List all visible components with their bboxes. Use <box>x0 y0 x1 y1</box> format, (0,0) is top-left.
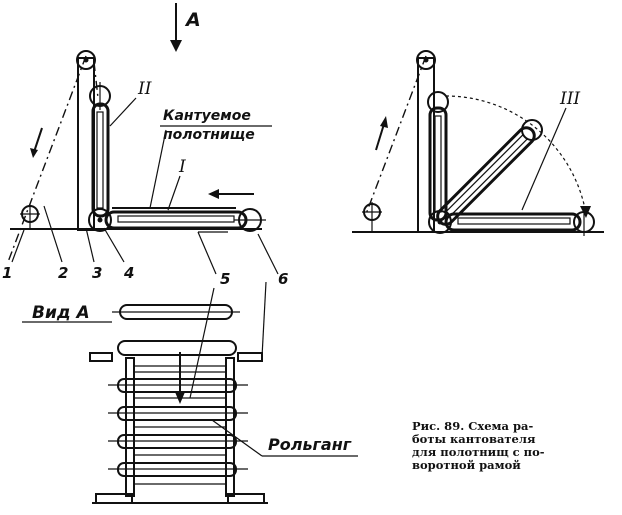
right-top-pulley <box>416 50 436 70</box>
callout-1: 1 <box>2 264 12 282</box>
feed-arrow-head <box>208 189 219 199</box>
view-arrow-a-label: А <box>184 9 201 31</box>
right-mast-column <box>417 57 435 233</box>
callout-5-leader <box>197 231 217 275</box>
right-cable-arrow-head <box>380 116 388 128</box>
figure-caption: Рис. 89. Схема ра- боты кантователя для … <box>412 420 622 472</box>
view-a-callout-6-link <box>261 281 267 358</box>
right-frame-vertical <box>428 106 448 222</box>
position-ii-leader <box>109 97 137 127</box>
frame-i-inner <box>117 215 235 223</box>
right-inclined-end-roller <box>521 119 543 141</box>
rollgang-label-leader <box>211 419 263 457</box>
view-a-left-foot <box>89 352 113 362</box>
top-pulley <box>76 50 96 70</box>
rollgang-label: Рольганг <box>268 435 352 454</box>
right-frame-top-roller <box>427 91 449 113</box>
caption-line-1: Рис. 89. Схема ра- <box>412 419 534 433</box>
callout-5: 5 <box>220 270 230 288</box>
frame-ii-inner <box>96 111 104 209</box>
callout-2-leader <box>43 205 63 263</box>
position-ii-label: II <box>137 79 152 99</box>
rollgang-motion-arrow-head <box>175 392 185 404</box>
callout-3-leader <box>85 227 95 263</box>
callout-4-leader <box>103 227 125 263</box>
frame-i-body <box>104 210 248 230</box>
frame-ii-body <box>91 102 110 218</box>
cable-motion-arrow-head <box>30 148 38 158</box>
sheet-label-line2: полотнище <box>163 127 255 143</box>
position-iii-leader <box>521 107 567 211</box>
view-a-top-roller <box>117 340 237 356</box>
right-frame-inclined <box>436 126 536 226</box>
sheet-label-leader <box>149 129 167 209</box>
caption-line-4: воротной рамой <box>412 458 521 472</box>
right-hinge-roller <box>428 210 452 234</box>
right-cable-line <box>365 55 427 215</box>
swing-arc <box>445 95 587 215</box>
callout-4: 4 <box>123 264 134 282</box>
cable-motion-arrow-shaft <box>33 127 43 153</box>
caption-line-3: для полотнищ с по- <box>412 445 545 459</box>
view-a-callout-5-link <box>189 287 215 399</box>
hinge-axle <box>97 217 103 223</box>
callout-2: 2 <box>58 264 68 282</box>
right-view: III <box>352 50 604 236</box>
hinge-roller <box>88 208 112 232</box>
callout-1-leader <box>11 229 25 263</box>
caption-line-2: боты кантователя <box>412 432 536 446</box>
right-frame-horizontal-inner <box>457 217 571 225</box>
position-i-leader <box>167 175 181 211</box>
sheet-label-line1: Кантуемое <box>163 108 251 124</box>
position-iii-label: III <box>559 89 580 109</box>
view-a-label: Вид А <box>32 303 90 323</box>
left-view: А II <box>2 3 288 288</box>
view-a: Вид А <box>22 281 358 504</box>
right-frame-vertical-inner <box>434 115 442 213</box>
position-i-label: I <box>178 157 186 177</box>
callout-6: 6 <box>278 270 288 288</box>
view-a-right-foot <box>237 352 263 362</box>
cable-line <box>7 55 87 263</box>
right-cable-arrow-shaft <box>375 123 385 151</box>
cable-to-frame <box>93 61 99 99</box>
right-frame-horizontal <box>444 212 582 232</box>
callout-3: 3 <box>92 264 102 282</box>
right-hinge-axle <box>437 219 443 225</box>
callout-6-leader <box>257 233 279 275</box>
view-arrow-a-head <box>170 40 182 52</box>
